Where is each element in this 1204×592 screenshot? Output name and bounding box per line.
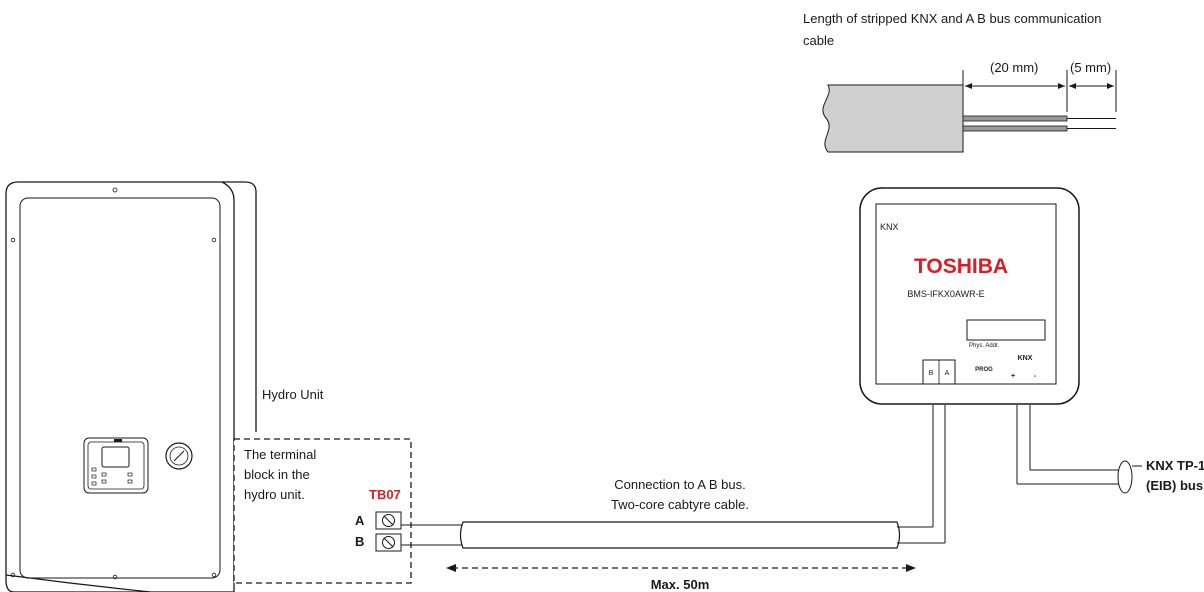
cable-core-upper	[962, 115, 1068, 122]
phys-addr-field	[966, 319, 1046, 341]
cable-strip-detail: Length of stripped KNX and A B bus commu…	[803, 11, 1117, 153]
remote-controller	[83, 437, 149, 494]
interface-face	[875, 203, 1057, 385]
terminal-block-callout: The terminal block in the hydro unit. TB…	[233, 438, 412, 584]
terminal-desc-line2: block in the	[244, 467, 310, 482]
pressure-gauge-icon	[165, 442, 193, 470]
knx-cable-end	[1117, 460, 1133, 494]
hydro-unit-label: Hydro Unit	[262, 387, 324, 402]
ab-bus-cable: Connection to A B bus. Two-core cabtyre …	[401, 405, 946, 592]
cable-core-lower	[962, 125, 1068, 132]
terminal-b-label: B	[355, 534, 364, 549]
terminal-desc-line3: hydro unit.	[244, 487, 305, 502]
phys-addr-label: Phys. Addr.	[969, 343, 1000, 349]
cable-strip-title-line2: cable	[803, 33, 834, 48]
hydro-unit-body	[5, 181, 235, 592]
cable-strip-title-line1: Length of stripped KNX and A B bus commu…	[803, 11, 1101, 26]
interface-housing	[859, 187, 1080, 405]
ab-cable-jacket	[459, 521, 901, 549]
prog-label: PROG	[975, 367, 993, 373]
max-length-label: Max. 50m	[651, 577, 710, 592]
knx-plus-label: +	[1011, 373, 1015, 380]
cable-jacket	[822, 84, 964, 153]
ab-cable-desc-line2: Two-core cabtyre cable.	[611, 497, 749, 512]
dim-label-5mm: (5 mm)	[1070, 60, 1111, 75]
ab-cable-desc-line1: Connection to A B bus.	[614, 477, 746, 492]
terminal-a: A	[945, 370, 950, 377]
knx-bus-label-line2: (EIB) bus	[1146, 478, 1203, 493]
terminal-b: B	[929, 370, 934, 377]
model-label: BMS-IFKX0AWR-E	[907, 289, 984, 299]
brand-logo: TOSHIBA	[914, 255, 1008, 278]
knx-logo: KNX	[880, 222, 899, 232]
knx-minus-label: -	[1034, 373, 1037, 380]
dim-label-20mm: (20 mm)	[990, 60, 1038, 75]
terminal-desc-line1: The terminal	[244, 447, 316, 462]
terminal-a-label: A	[355, 513, 365, 528]
knx-terminal-label: KNX	[1018, 355, 1033, 362]
terminal-block-label: TB07	[369, 487, 401, 502]
knx-bus-label-line1: KNX TP-1	[1146, 458, 1204, 473]
knx-interface: KNX TOSHIBA BMS-IFKX0AWR-E Phys. Addr. K…	[859, 187, 1080, 405]
hydro-unit: Hydro Unit	[5, 181, 324, 592]
knx-bus-cable: KNX TP-1 (EIB) bus	[1016, 405, 1204, 494]
